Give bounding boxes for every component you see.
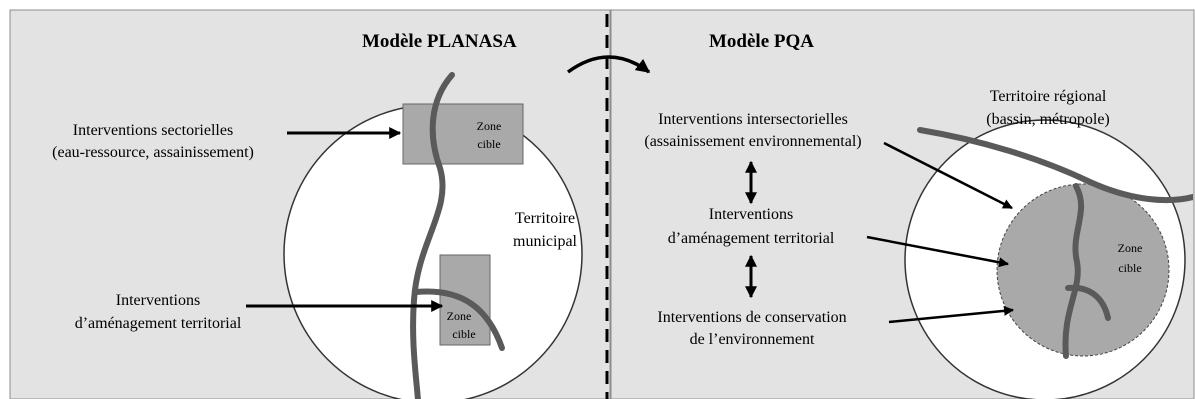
river-main — [410, 72, 455, 399]
zone-top-line2: cible — [477, 137, 500, 151]
municipal-territory-line1: Territoire — [515, 210, 575, 227]
label-sectorial-line1: Interventions sectorielles — [73, 122, 233, 139]
arrow-conservation — [888, 305, 1014, 324]
river-zone-branch — [1065, 284, 1111, 321]
label-intersectorial-line2: (assainissement environnemental) — [644, 133, 861, 150]
regional-territory-line1: Territoire régional — [990, 88, 1107, 105]
label-intersectorial-line1: Interventions intersectorielles — [658, 111, 848, 128]
river-zone — [1062, 183, 1085, 359]
zone-right-line2: cible — [1118, 261, 1141, 275]
label-amenagement-right-line2: d’aménagement territorial — [668, 230, 835, 247]
title-pqa: Modèle PQA — [709, 31, 814, 52]
target-zone-right — [996, 183, 1170, 357]
zone-bottom-line2: cible — [452, 327, 475, 341]
label-sectorial-line2: (eau-ressource, assainissement) — [52, 144, 254, 161]
target-zone-top — [402, 103, 524, 165]
label-amenagement-left-line1: Interventions — [116, 292, 200, 309]
zone-bottom-line1: Zone — [447, 309, 472, 323]
municipal-territory-line2: municipal — [513, 233, 578, 250]
label-amenagement-left-line2: d’aménagement territorial — [75, 315, 242, 332]
label-conservation-line2: de l’environnement — [690, 331, 815, 348]
arrow-intersectorial — [883, 141, 1013, 210]
zone-right-line1: Zone — [1118, 241, 1143, 255]
regional-territory-line2: (bassin, métropole) — [986, 111, 1110, 128]
transition-arrow — [566, 55, 651, 74]
label-conservation-line1: Interventions de conservation — [657, 309, 846, 326]
zone-top-line1: Zone — [477, 119, 502, 133]
title-planasa: Modèle PLANASA — [362, 31, 517, 52]
river-branch — [413, 288, 505, 351]
river-regional — [917, 127, 1193, 204]
label-amenagement-right-line1: Interventions — [709, 206, 793, 223]
arrow-amenagement-right — [866, 235, 1009, 268]
